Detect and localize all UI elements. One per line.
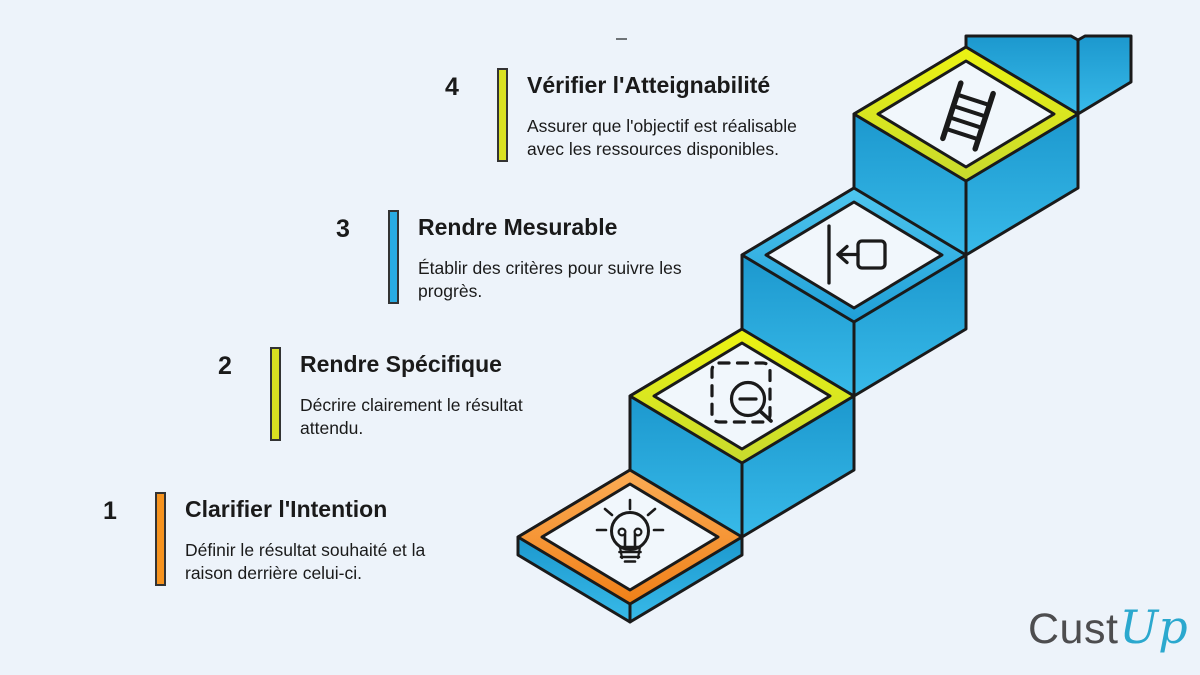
side-face <box>854 255 966 396</box>
riser-face <box>630 396 742 537</box>
top-dash-mark <box>616 38 627 40</box>
logo-text-up: Up <box>1119 600 1188 654</box>
step-title: Clarifier l'Intention <box>185 496 388 522</box>
step-number: 4 <box>445 73 459 101</box>
side-face <box>742 396 854 537</box>
riser-face <box>854 114 966 255</box>
step-accent-bar <box>155 492 166 586</box>
riser-face <box>742 255 854 396</box>
step-tile-3 <box>740 186 968 324</box>
snap-left-arrow-icon <box>827 224 887 285</box>
slab-face <box>518 537 630 622</box>
step-number: 2 <box>218 352 232 380</box>
step-accent-bar <box>388 210 399 304</box>
step-tile-4 <box>852 45 1080 183</box>
step-title: Rendre Mesurable <box>418 214 618 240</box>
riser-face <box>966 36 1078 114</box>
step-accent-bar <box>497 68 508 162</box>
step-block-2: 2 Rendre Spécifique Décrire clairement l… <box>218 347 670 467</box>
step-tile-1 <box>516 468 744 606</box>
custup-logo: Cust Up <box>1028 600 1188 654</box>
step-tile-2 <box>628 327 856 465</box>
step-block-4: 4 Vérifier l'Atteignabilité Assurer que … <box>445 68 897 188</box>
zoom-selection-icon <box>710 361 773 424</box>
step-title: Rendre Spécifique <box>300 351 502 377</box>
step-title: Vérifier l'Atteignabilité <box>527 72 771 98</box>
side-face <box>966 114 1078 255</box>
step-block-3: 3 Rendre Mesurable Établir des critères … <box>336 210 788 330</box>
ladder-icon <box>940 80 996 152</box>
step-number: 1 <box>103 497 117 525</box>
step-accent-bar <box>270 347 281 441</box>
slab-face <box>630 537 742 622</box>
lightbulb-icon <box>595 498 665 563</box>
side-face <box>1078 36 1131 114</box>
step-block-1: 1 Clarifier l'Intention Définir le résul… <box>103 492 555 612</box>
step-number: 3 <box>336 215 350 243</box>
logo-text-cust: Cust <box>1028 605 1119 653</box>
